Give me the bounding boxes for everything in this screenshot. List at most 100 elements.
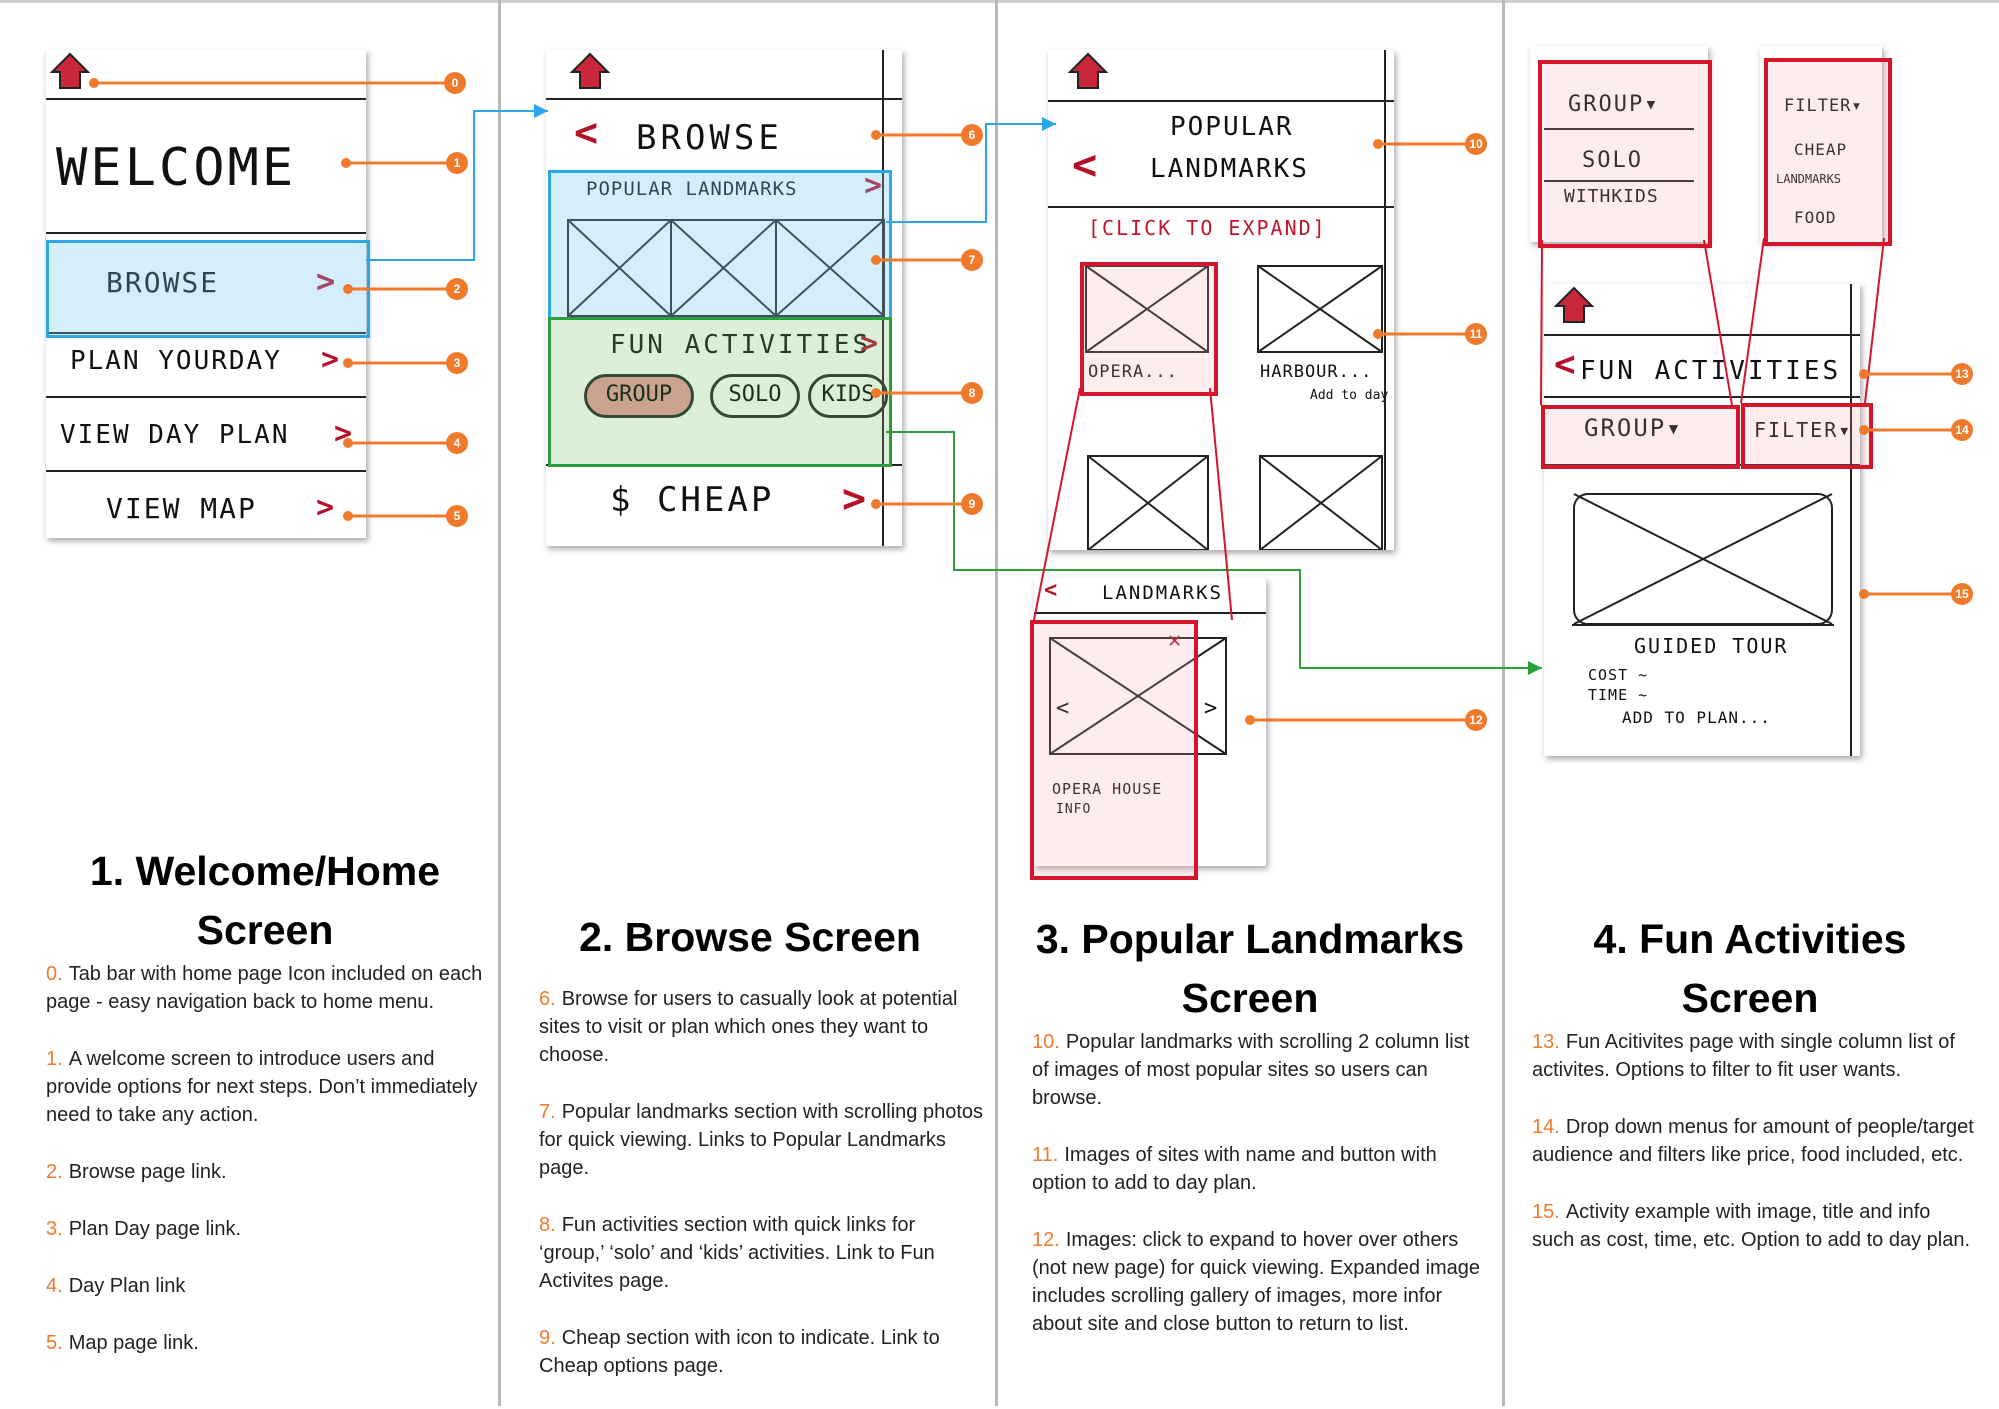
- callout-number: 5: [454, 509, 461, 523]
- callout-number: 12: [1469, 713, 1483, 727]
- activity-time: TIME ~: [1588, 686, 1649, 704]
- callout-badge: [446, 505, 468, 527]
- top-border: [0, 0, 1999, 3]
- note: 13.Fun Acitivites page with single colum…: [1532, 1031, 1955, 1081]
- column-divider: [995, 0, 998, 1406]
- callout-badge: [1951, 363, 1973, 385]
- info-label: INFO: [1056, 802, 1092, 817]
- popular-landmarks-screen-sketch: POPULAR < LANDMARKS [CLICK TO EXPAND] OP…: [1048, 50, 1394, 550]
- callout-number: 6: [969, 128, 976, 142]
- gallery-next-icon[interactable]: >: [1204, 696, 1220, 721]
- callout-badge: [1465, 709, 1487, 731]
- back-chevron-icon[interactable]: <: [574, 110, 601, 156]
- note: 12.Images: click to expand to hover over…: [1032, 1229, 1481, 1335]
- callout-badge: [444, 72, 466, 94]
- chevron-right-icon: >: [321, 342, 342, 377]
- chevron-right-icon: >: [860, 326, 881, 361]
- welcome-heading: WELCOME: [56, 138, 297, 198]
- filter-dropdown[interactable]: FILTER▾: [1754, 418, 1853, 442]
- gallery-prev-icon[interactable]: <: [1056, 696, 1072, 721]
- harbour-image-placeholder[interactable]: [1256, 264, 1384, 354]
- kids-button[interactable]: KIDS: [808, 374, 888, 418]
- home-icon: [1554, 286, 1594, 323]
- fun-activities-screen-sketch: < FUN ACTIVITIES GROUP▾ FILTER▾ GUIDED T…: [1544, 284, 1860, 756]
- callout-number: 13: [1955, 367, 1969, 381]
- callout-number: 0: [452, 76, 459, 90]
- expanded-heading: LANDMARKS: [1102, 582, 1223, 604]
- chevron-right-icon: >: [316, 262, 338, 300]
- popular-landmarks-label[interactable]: POPULAR LANDMARKS: [586, 178, 798, 200]
- plan-your-day-link[interactable]: PLAN YOURDAY: [70, 346, 282, 376]
- group-dropdown[interactable]: GROUP▾: [1584, 414, 1683, 442]
- column-divider: [1502, 0, 1505, 1406]
- callout-anchor-dot: [343, 284, 353, 294]
- note: 2.Browse page link.: [46, 1161, 227, 1183]
- add-to-day-button[interactable]: Add to day: [1310, 388, 1389, 403]
- callout-number: 3: [454, 356, 461, 370]
- filter-dropdown-highlight: [1764, 58, 1892, 246]
- browse-heading: BROWSE: [636, 118, 783, 158]
- dropdown-option[interactable]: LANDMARKS: [1776, 172, 1842, 186]
- note: 5.Map page link.: [46, 1332, 199, 1354]
- dropdown-option[interactable]: SOLO: [1582, 148, 1643, 173]
- notes-list: 6.Browse for users to casually look at p…: [539, 985, 983, 1409]
- add-to-plan-button[interactable]: ADD TO PLAN...: [1622, 708, 1771, 727]
- group-button[interactable]: GROUP: [584, 374, 694, 418]
- callout-anchor-dot: [1245, 715, 1255, 725]
- dropdown-option[interactable]: GROUP▾: [1568, 92, 1660, 117]
- section-title: 4. Fun Activities Screen: [1593, 916, 1907, 1021]
- note: 11.Images of sites with name and button …: [1032, 1144, 1437, 1194]
- callout-anchor-dot: [343, 438, 353, 448]
- chevron-right-icon: >: [842, 476, 869, 522]
- callout-anchor-dot: [1859, 589, 1869, 599]
- note: 0.Tab bar with home page Icon included o…: [46, 963, 483, 1013]
- section-title: 2. Browse Screen: [579, 914, 921, 960]
- callout-badge: [1951, 419, 1973, 441]
- callout-anchor-dot: [871, 255, 881, 265]
- link-arrows: [366, 104, 1885, 675]
- note: 6.Browse for users to casually look at p…: [539, 988, 958, 1066]
- popular-landmarks-highlight: [548, 170, 892, 320]
- view-day-plan-link[interactable]: VIEW DAY PLAN: [60, 420, 290, 450]
- solo-button[interactable]: SOLO: [710, 374, 800, 418]
- fun-activities-label[interactable]: FUN ACTIVITIES: [610, 330, 872, 360]
- callout-badge: [1465, 133, 1487, 155]
- section-title: 1. Welcome/Home Screen: [89, 848, 441, 953]
- callout-anchor-dot: [871, 388, 881, 398]
- callout-number: 15: [1955, 587, 1969, 601]
- browse-screen-sketch: < BROWSE POPULAR LANDMARKS > FUN ACTIVIT…: [546, 50, 902, 546]
- dropdown-option[interactable]: FILTER▾: [1784, 96, 1863, 116]
- callout-number: 11: [1470, 327, 1483, 341]
- callout-anchor-dot: [1859, 425, 1869, 435]
- home-icon: [570, 52, 610, 89]
- opera-image-placeholder[interactable]: [1084, 264, 1210, 354]
- expanded-landmark-sketch: < LANDMARKS < > ✕ OPERA HOUSE INFO: [1034, 578, 1266, 866]
- note: 9.Cheap section with icon to indicate. L…: [539, 1327, 940, 1377]
- dropdown-option[interactable]: FOOD: [1794, 208, 1837, 227]
- dropdown-option[interactable]: CHEAP: [1794, 140, 1848, 159]
- welcome-screen-sketch: WELCOME BROWSE > PLAN YOURDAY > VIEW DAY…: [46, 50, 366, 538]
- browse-highlight: [46, 240, 370, 338]
- cheap-link[interactable]: $ CHEAP: [610, 480, 775, 520]
- browse-link[interactable]: BROWSE: [106, 266, 220, 299]
- page-heading: FUN ACTIVITIES: [1580, 356, 1842, 386]
- close-icon[interactable]: ✕: [1168, 628, 1184, 653]
- back-chevron-icon[interactable]: <: [1072, 140, 1100, 189]
- callout-anchor-dot: [89, 78, 99, 88]
- callout-number: 8: [969, 386, 976, 400]
- filter-dropdown-sketch: FILTER▾ CHEAP LANDMARKS FOOD: [1760, 46, 1882, 242]
- back-chevron-icon[interactable]: <: [1044, 578, 1060, 603]
- notes-list: 10.Popular landmarks with scrolling 2 co…: [1032, 1028, 1486, 1367]
- back-chevron-icon[interactable]: <: [1554, 344, 1578, 385]
- group-dropdown-sketch: GROUP▾ SOLO WITHKIDS: [1530, 46, 1708, 242]
- view-map-link[interactable]: VIEW MAP: [106, 492, 257, 525]
- note: 14.Drop down menus for amount of people/…: [1532, 1116, 1974, 1166]
- note: 3.Plan Day page link.: [46, 1218, 242, 1240]
- callout-number: 9: [969, 497, 976, 511]
- home-icon: [1068, 52, 1108, 89]
- dropdown-option[interactable]: WITHKIDS: [1564, 186, 1659, 207]
- note: 15.Activity example with image, title an…: [1532, 1201, 1971, 1251]
- callout-number: 7: [969, 253, 976, 267]
